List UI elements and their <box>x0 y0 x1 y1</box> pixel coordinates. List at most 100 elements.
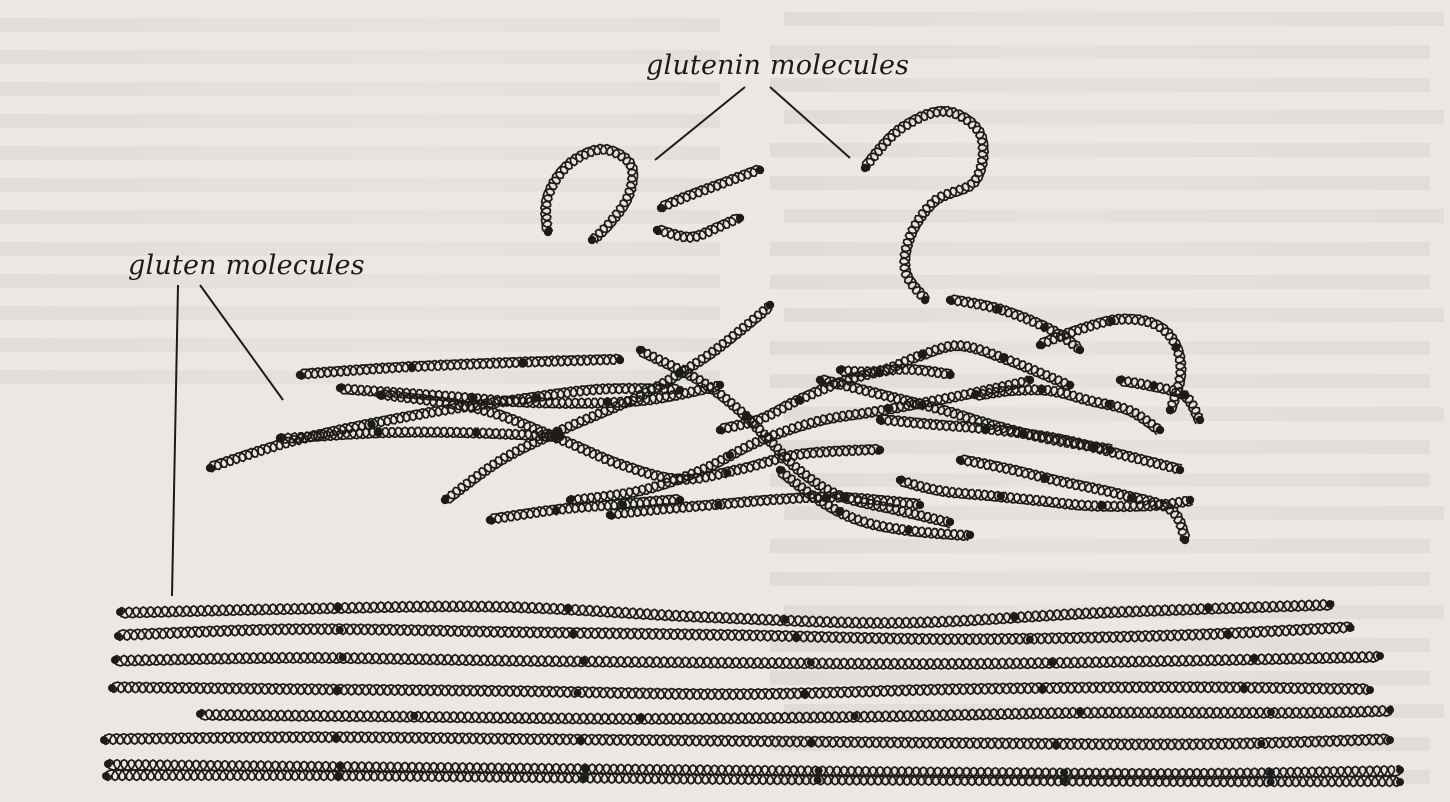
bond-dot <box>840 492 848 500</box>
bond-dot <box>102 772 110 780</box>
bond-dot <box>574 689 582 697</box>
bond-dot <box>472 428 480 436</box>
bond-dot <box>332 734 340 742</box>
bond-dot <box>885 404 893 412</box>
bond-dot <box>714 501 722 509</box>
bond-dot <box>616 356 624 364</box>
gluten-web-strand <box>296 354 624 379</box>
bond-dot <box>800 690 808 698</box>
bond-dot <box>1396 766 1404 774</box>
bond-dot <box>1386 736 1394 744</box>
bond-dot <box>876 446 884 454</box>
bond-dot <box>588 236 596 244</box>
bond-dot <box>1038 385 1046 393</box>
bond-dot <box>1250 655 1258 663</box>
bond-dot <box>1041 474 1049 482</box>
bond-dot <box>807 739 815 747</box>
bond-dot <box>726 451 734 459</box>
pointer-line <box>200 285 283 400</box>
gluten-web-strand <box>946 295 1084 354</box>
bond-dot <box>861 164 869 172</box>
bond-dot <box>1026 636 1034 644</box>
bond-dot <box>1326 600 1334 608</box>
bond-dot <box>552 506 560 514</box>
gluten-chains-group <box>100 600 1404 787</box>
glutenin-molecules-label: glutenin molecules <box>646 50 909 81</box>
bond-dot <box>1267 708 1275 716</box>
bond-dot <box>1267 778 1275 786</box>
glutenin-molecule <box>657 166 764 213</box>
bond-dot <box>367 420 375 428</box>
bond-dot <box>716 426 724 434</box>
bond-dot <box>1098 501 1106 509</box>
glutenin-molecule <box>861 107 988 305</box>
bond-dot <box>1060 777 1068 785</box>
bond-dot <box>816 376 824 384</box>
glutenin-molecule <box>541 144 638 244</box>
bond-dot <box>792 633 800 641</box>
bond-dot <box>835 507 843 515</box>
coil-strand <box>111 682 1370 700</box>
pointer-lines <box>172 87 850 596</box>
bond-dot <box>1047 658 1055 666</box>
coil-strand <box>119 600 1334 628</box>
bond-dot <box>544 228 552 236</box>
bond-dot <box>814 776 822 784</box>
bond-dot <box>116 608 124 616</box>
bond-dot <box>108 684 116 692</box>
bond-dot <box>1149 382 1157 390</box>
bond-dot <box>520 359 528 367</box>
bond-dot <box>736 214 744 222</box>
bond-dot <box>896 476 904 484</box>
bond-dot <box>1087 443 1095 451</box>
bond-dot <box>766 301 774 309</box>
gluten-web-group <box>206 295 1204 544</box>
bond-dot <box>946 371 954 379</box>
bond-dot <box>657 204 665 212</box>
bond-dot <box>486 516 494 524</box>
bond-dot <box>1105 400 1113 408</box>
bond-dot <box>1107 317 1115 325</box>
bond-dot <box>196 710 204 718</box>
bond-dot <box>570 630 578 638</box>
bond-dot <box>815 767 823 775</box>
bond-dot <box>581 774 589 782</box>
bond-dot <box>582 764 590 772</box>
bond-dot <box>636 714 644 722</box>
bond-dot <box>376 391 384 399</box>
bond-dot <box>904 526 912 534</box>
bond-dot <box>336 384 344 392</box>
bond-dot <box>441 496 449 504</box>
bond-dot <box>1396 778 1404 786</box>
bond-dot <box>296 371 304 379</box>
bond-dot <box>1066 381 1074 389</box>
bond-dot <box>566 496 574 504</box>
coil-strand <box>655 215 741 243</box>
bond-dot <box>946 296 954 304</box>
bond-dot <box>999 353 1007 361</box>
bond-dot <box>1181 536 1189 544</box>
bond-dot <box>1172 343 1180 351</box>
bond-dot <box>206 464 214 472</box>
gluten-chain <box>108 682 1374 700</box>
bond-dot <box>966 531 974 539</box>
bond-dot <box>408 363 416 371</box>
bond-dot <box>756 166 764 174</box>
bond-dot <box>1176 466 1184 474</box>
bond-dot <box>335 772 343 780</box>
bond-dot <box>807 659 815 667</box>
bond-dot <box>339 653 347 661</box>
bond-dot <box>1267 768 1275 776</box>
bond-dot <box>918 350 926 358</box>
glutenin-molecules-group <box>541 107 988 305</box>
bond-dot <box>1127 493 1135 501</box>
gluten-chain <box>114 622 1354 644</box>
bond-dot <box>100 736 108 744</box>
bond-dot <box>111 656 119 664</box>
bond-dot <box>1116 376 1124 384</box>
gluten-chain <box>111 652 1384 670</box>
bond-dot <box>334 603 342 611</box>
bond-dot <box>564 605 572 613</box>
bond-dot <box>606 511 614 519</box>
bond-dot <box>716 381 724 389</box>
